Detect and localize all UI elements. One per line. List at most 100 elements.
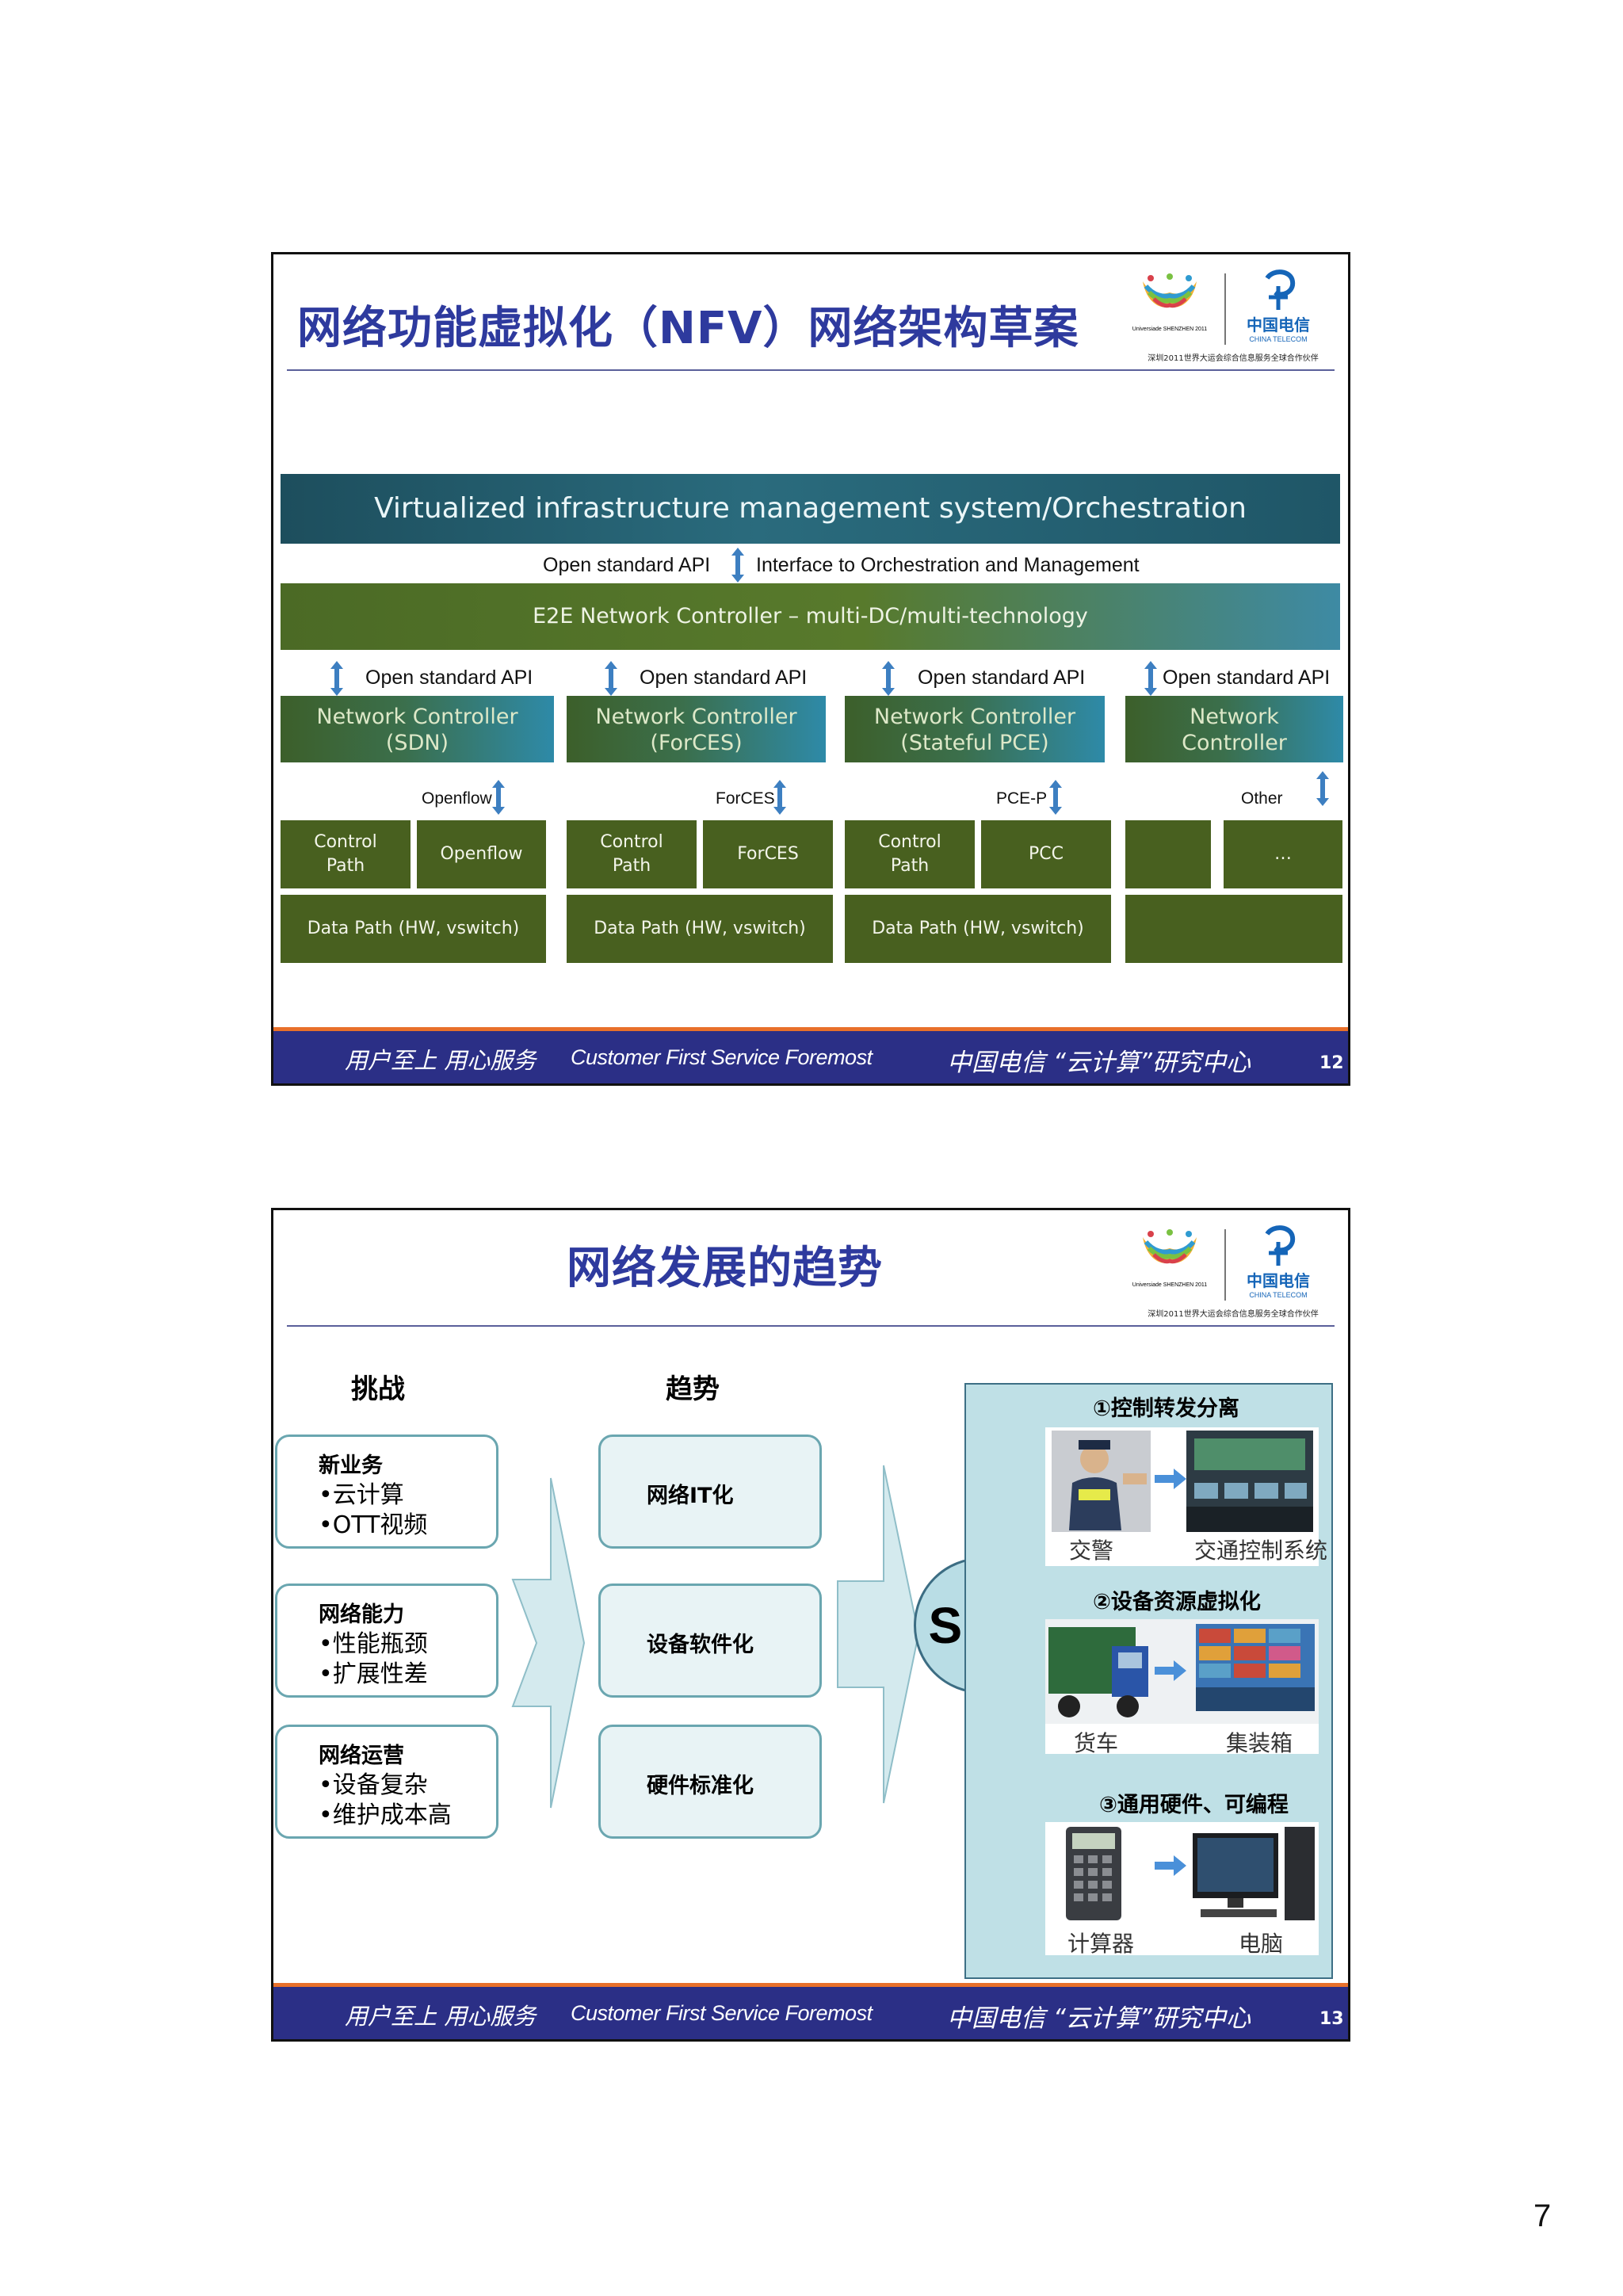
slide-12: 网络功能虚拟化（NFV）网络架构草案 Universiade SHENZHEN … — [271, 252, 1350, 1086]
china-telecom-icon — [1265, 1225, 1296, 1266]
protocol-label: Other — [1241, 789, 1283, 808]
controller-line1: Network Controller — [595, 705, 797, 729]
controller-line1: Network Controller — [316, 705, 518, 729]
top-api-label: Open standard API — [543, 554, 711, 576]
page-number: 7 — [1533, 2199, 1552, 2233]
photo-frame: 货车 集装箱 — [1045, 1619, 1319, 1756]
panel-heading-1: ①控制转发分离 — [1093, 1396, 1239, 1421]
bidirectional-arrow-icon — [773, 780, 786, 815]
bidirectional-arrow-icon — [605, 661, 617, 696]
photo-caption: 交警 — [1069, 1538, 1114, 1564]
controller-api-label: Open standard API — [365, 667, 533, 689]
slide-number: 12 — [1319, 1053, 1344, 1073]
protocol-cell: Openflow — [417, 820, 546, 888]
arrow-right-icon — [1155, 1660, 1186, 1681]
protocol-cell: ForCES — [703, 820, 833, 888]
protocol-label: ForCES — [716, 789, 775, 808]
challenge-item: •扩展性差 — [319, 1660, 428, 1688]
slide-number: 13 — [1319, 2009, 1344, 2029]
cell-line1: Control — [600, 832, 663, 852]
challenge-item: •云计算 — [319, 1481, 404, 1509]
police-photo-icon — [1052, 1431, 1313, 1532]
e2e-controller-banner: E2E Network Controller – multi-DC/multi-… — [281, 583, 1340, 650]
trend-header: 趋势 — [666, 1373, 720, 1405]
network-controller-pce: Network Controller (Stateful PCE) — [845, 696, 1105, 762]
photo-caption: 电脑 — [1239, 1931, 1284, 1957]
slide-title: 网络功能虚拟化（NFV）网络架构草案 — [297, 303, 1079, 354]
slide-footer: 用户至上 用心服务 Customer First Service Foremos… — [273, 1027, 1348, 1083]
data-path-cell: Data Path (HW, vswitch) — [281, 895, 546, 963]
network-controller-other: Network Controller — [1125, 696, 1343, 762]
bidirectional-arrow-icon — [1049, 780, 1062, 815]
challenge-box: 网络能力 •性能瓶颈 •扩展性差 — [275, 1584, 498, 1698]
ellipsis-cell: … — [1224, 820, 1342, 888]
photo-frame: 交警 交通控制系统 — [1045, 1427, 1327, 1566]
orchestration-banner: Virtualized infrastructure management sy… — [281, 474, 1340, 544]
empty-cell — [1125, 820, 1211, 888]
bidirectional-arrow-icon — [1144, 661, 1157, 696]
network-controller-forces: Network Controller (ForCES) — [567, 696, 826, 762]
controller-line2: (SDN) — [385, 731, 449, 755]
network-controller-sdn: Network Controller (SDN) — [281, 696, 554, 762]
univ-text: Universiade SHENZHEN 2011 — [1132, 1282, 1208, 1288]
example-panel: ①控制转发分离 交警 交通控制系统 ②设备资源虚拟化 — [964, 1383, 1333, 1979]
brand-en: CHINA TELECOM — [1249, 1291, 1307, 1299]
brand-en: CHINA TELECOM — [1249, 335, 1307, 343]
trend-box: 网络IT化 — [598, 1435, 822, 1549]
data-path-cell-other — [1125, 895, 1342, 963]
partner-text: 深圳2011世界大运会综合信息服务全球合作伙伴 — [1148, 353, 1318, 363]
trend-label: 设备软件化 — [647, 1633, 754, 1657]
cell-line2: Path — [326, 856, 365, 876]
logo-group: Universiade SHENZHEN 2011 中国电信 CHINA TEL… — [1126, 266, 1332, 369]
challenge-head: 网络能力 — [319, 1603, 404, 1627]
protocol-cell: PCC — [981, 820, 1111, 888]
bidirectional-arrow-icon — [330, 661, 343, 696]
slide-title: 网络发展的趋势 — [567, 1243, 883, 1294]
footer-center: 中国电信 “云计算”研究中心 — [947, 2004, 1251, 2033]
controller-api-label: Open standard API — [1163, 667, 1331, 689]
chevron-right-icon — [837, 1465, 920, 1804]
challenge-item: •维护成本高 — [319, 1801, 452, 1829]
trend-box: 设备软件化 — [598, 1584, 822, 1698]
footer-slogan: 用户至上 用心服务 — [345, 2003, 537, 2030]
calculator-computer-photo-icon — [1066, 1827, 1315, 1920]
challenge-item: •性能瓶颈 — [319, 1630, 428, 1658]
controller-line2: (Stateful PCE) — [900, 731, 1049, 755]
challenge-head: 新业务 — [319, 1454, 383, 1478]
photo-caption: 计算器 — [1067, 1931, 1135, 1957]
e2e-label: E2E Network Controller – multi-DC/multi-… — [533, 604, 1088, 628]
controller-api-label: Open standard API — [918, 667, 1086, 689]
universiade-logo: Universiade SHENZHEN 2011 中国电信 CHINA TEL… — [1132, 269, 1319, 363]
bidirectional-arrow-icon — [1316, 771, 1329, 806]
footer-english: Customer First Service Foremost — [571, 2001, 873, 2025]
chevron-right-icon — [511, 1477, 586, 1809]
photo-frame: 计算器 电脑 — [1045, 1822, 1319, 1957]
challenge-head: 网络运营 — [319, 1744, 404, 1768]
trend-box: 硬件标准化 — [598, 1725, 822, 1839]
univ-text: Universiade SHENZHEN 2011 — [1132, 327, 1208, 332]
truck-photo-icon — [1045, 1619, 1319, 1724]
protocol-label: PCE-P — [996, 789, 1048, 808]
slide-footer: 用户至上 用心服务 Customer First Service Foremos… — [273, 1983, 1348, 2039]
logo-group: Universiade SHENZHEN 2011 中国电信 CHINA TEL… — [1126, 1221, 1332, 1324]
data-path-cell: Data Path (HW, vswitch) — [845, 895, 1111, 963]
trend-label: 网络IT化 — [647, 1484, 734, 1508]
footer-center: 中国电信 “云计算”研究中心 — [947, 1049, 1251, 1077]
title-rule — [287, 369, 1335, 371]
panel-heading-2: ②设备资源虚拟化 — [1093, 1590, 1261, 1614]
protocol-label: Openflow — [422, 789, 492, 808]
partner-text: 深圳2011世界大运会综合信息服务全球合作伙伴 — [1148, 1308, 1318, 1319]
arrow-right-icon — [1155, 1855, 1186, 1876]
title-rule — [287, 1325, 1335, 1327]
arrow-right-icon — [1155, 1469, 1186, 1489]
bidirectional-arrow-icon — [492, 780, 505, 815]
top-interface-label: Interface to Orchestration and Managemen… — [756, 554, 1140, 576]
panel-heading-3: ③通用硬件、可编程 — [1099, 1793, 1289, 1817]
controller-line2: (ForCES) — [650, 731, 743, 755]
brand-cn: 中国电信 — [1247, 315, 1310, 334]
photo-caption: 货车 — [1074, 1730, 1119, 1756]
controller-api-label: Open standard API — [640, 667, 808, 689]
